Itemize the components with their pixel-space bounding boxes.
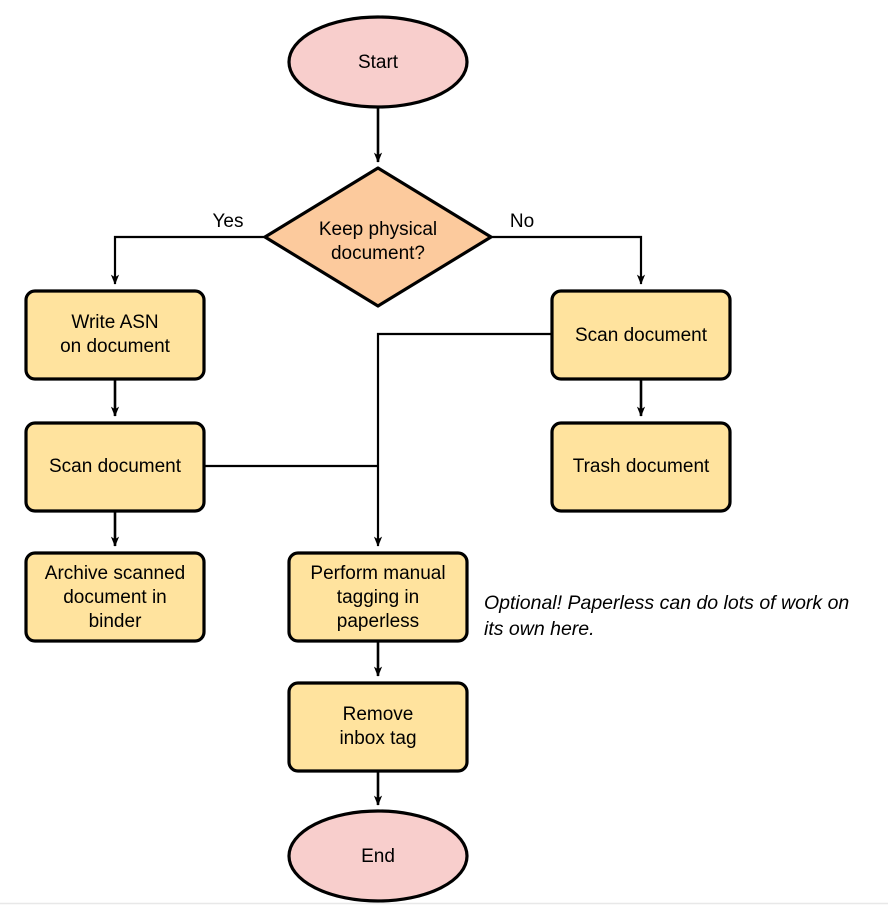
edge-label-no: No <box>510 211 534 232</box>
edge-label-yes: Yes <box>213 211 244 232</box>
node-archive-scanned-document[interactable]: Archive scanned document in binder <box>24 551 206 643</box>
edge-scanright-to-tagging <box>373 332 552 547</box>
edge-decision-no <box>491 235 646 285</box>
node-scan-document-left[interactable]: Scan document <box>24 421 206 513</box>
tagging-box-shape <box>287 551 469 643</box>
tagging-label-line1: Perform manual <box>310 563 445 584</box>
node-start[interactable]: Start <box>287 15 469 109</box>
optional-note-line1: Optional! Paperless can do lots of work … <box>484 592 849 614</box>
optional-note-line2: its own here. <box>484 618 595 640</box>
write-asn-label-line2: on document <box>60 336 171 357</box>
node-end[interactable]: End <box>287 809 469 903</box>
trash-label: Trash document <box>573 456 710 477</box>
decision-label-line2: document? <box>331 243 425 264</box>
end-ellipse-shape <box>287 809 469 903</box>
archive-box-shape <box>24 551 206 643</box>
node-write-asn-on-document[interactable]: Write ASN on document <box>24 289 206 381</box>
decision-diamond-shape <box>263 166 493 308</box>
remove-inbox-box-shape <box>287 681 469 773</box>
tagging-label-line2: tagging in <box>337 587 419 608</box>
scan-document-right-label: Scan document <box>575 325 708 346</box>
edge-decision-yes <box>110 235 265 285</box>
tagging-label-line3: paperless <box>337 611 419 632</box>
write-asn-label-line1: Write ASN <box>71 312 158 333</box>
edge-label-layer: Yes No <box>213 211 535 232</box>
archive-label-line1: Archive scanned <box>45 563 185 584</box>
node-remove-inbox-tag[interactable]: Remove inbox tag <box>287 681 469 773</box>
scan-document-right-box-shape <box>550 289 732 381</box>
node-scan-document-right[interactable]: Scan document <box>550 289 732 381</box>
archive-label-line3: binder <box>89 611 142 632</box>
trash-box-shape <box>550 421 732 513</box>
archive-label-line2: document in <box>63 587 167 608</box>
node-decision-keep-physical-document[interactable]: Keep physical document? <box>263 166 493 308</box>
node-trash-document[interactable]: Trash document <box>550 421 732 513</box>
start-ellipse-shape <box>287 15 469 109</box>
remove-inbox-label-line2: inbox tag <box>339 728 416 749</box>
edge-layer <box>110 107 646 806</box>
scan-document-left-label: Scan document <box>49 456 182 477</box>
scan-document-left-box-shape <box>24 421 206 513</box>
write-asn-box-shape <box>24 289 206 381</box>
annotation-optional-note: Optional! Paperless can do lots of work … <box>484 592 849 640</box>
start-label: Start <box>358 52 399 73</box>
remove-inbox-label-line1: Remove <box>343 704 414 725</box>
decision-label-line1: Keep physical <box>319 219 437 240</box>
node-perform-manual-tagging[interactable]: Perform manual tagging in paperless <box>287 551 469 643</box>
end-label: End <box>361 846 395 867</box>
